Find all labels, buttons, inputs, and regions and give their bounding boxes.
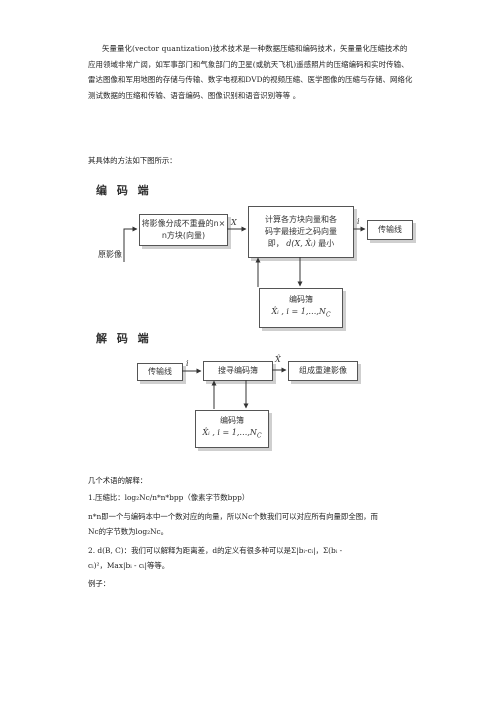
decoder-xhat-label: X̂	[275, 355, 281, 364]
decoder-codebook-title: 编码簿	[220, 416, 244, 426]
term-compression-ratio: 1.压缩比：log₂Nc/n*n*bpp（像素字节数bpp）	[88, 493, 250, 502]
source-image-label: 原影像	[98, 250, 122, 259]
compute-line-2: 码字最接近之码向量	[265, 227, 337, 236]
distance-formula: d(X, X̂ᵢ)	[286, 239, 316, 248]
encoder-transmission-label: 传输线	[378, 225, 402, 234]
encoder-transmission-box: 传输线	[367, 220, 413, 240]
nearest-codeword-box: 计算各方块向量和各 码字最接近之码向量 即， d(X, X̂ᵢ) 最小	[248, 206, 354, 258]
decoder-codebook-box: 编码簿 X̂ᵢ , i = 1,…,NC	[195, 410, 269, 448]
decoder-title: 解 码 端	[96, 332, 152, 345]
decoder-codebook-formula: X̂ᵢ , i = 1,…,NC	[202, 428, 262, 440]
term-distance-2: cᵢ)²，Max|bᵢ - cᵢ|等等。	[88, 561, 170, 570]
search-codebook-label: 搜寻编码簿	[218, 366, 258, 375]
rebuild-image-label: 组成重建影像	[299, 366, 347, 375]
source-arrow	[123, 226, 138, 262]
decoder-index-i-label: i	[186, 359, 189, 368]
encoder-codebook-box: 编码簿 X̂ᵢ , i = 1,…,NC	[259, 288, 343, 328]
method-intro: 其具体的方法如下图所示：	[88, 156, 177, 165]
term-compression-desc-2: Nc的字节数为log₂Nc。	[88, 527, 169, 536]
decoder-transmission-label: 传输线	[148, 367, 172, 376]
compute-line-1: 计算各方块向量和各	[265, 215, 337, 224]
search-codebook-box: 搜寻编码簿	[203, 361, 273, 381]
split-image-label: 将影像分成不重叠的n× n方块(向量)	[141, 219, 226, 240]
encoder-codebook-formula: X̂ᵢ , i = 1,…,NC	[271, 307, 331, 319]
compute-line-3: 即， d(X, X̂ᵢ) 最小	[267, 239, 335, 248]
split-image-box: 将影像分成不重叠的n× n方块(向量)	[139, 214, 228, 246]
encoder-title: 编 码 端	[96, 184, 152, 197]
term-distance-1: 2. d(B, C)：我们可以解释为距离差，d的定义有很多种可以是Σ|bᵢ-cᵢ…	[88, 546, 343, 555]
encoder-codebook-title: 编码簿	[289, 295, 313, 305]
rebuild-image-box: 组成重建影像	[288, 361, 358, 381]
decoder-transmission-box: 传输线	[137, 363, 183, 381]
terms-heading: 几个术语的解释：	[88, 476, 148, 485]
index-i-label: i	[357, 217, 360, 226]
term-compression-desc-1: n*n即一个与编码本中一个数对应的向量，所以Nc个数我们可以对应所有向量即全图，…	[88, 512, 378, 521]
example-heading: 例子：	[88, 579, 111, 588]
vector-x-label: X	[231, 218, 237, 227]
intro-paragraph: 矢量量化(vector quantization)技术技术是一种数据压缩和编码技…	[88, 44, 413, 100]
